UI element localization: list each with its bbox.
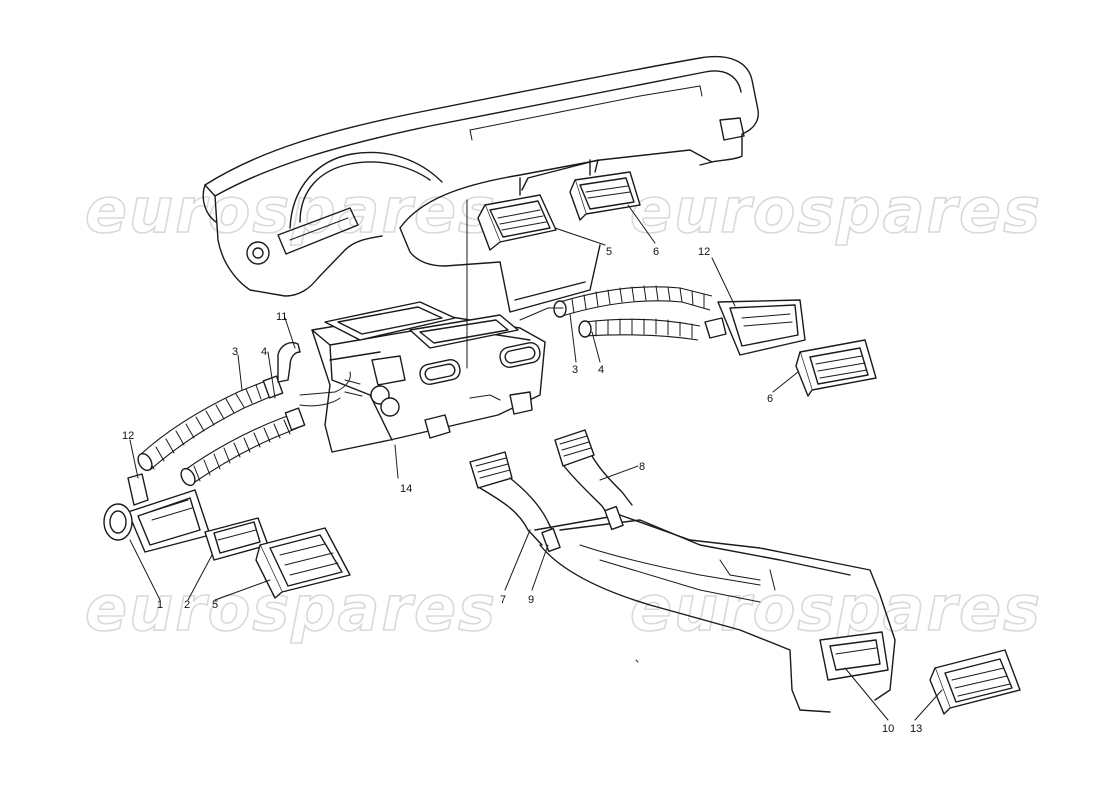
watermark-bottom-right: eurospares xyxy=(630,572,1042,645)
callout-12-right: 12 xyxy=(698,246,710,258)
left-hose-3 xyxy=(137,375,284,472)
hose-3-corrugation xyxy=(145,384,262,470)
watermarks: eurospares eurospares eurospares eurospa… xyxy=(84,173,1042,646)
elbow-11 xyxy=(277,341,301,383)
callout-1: 1 xyxy=(157,599,163,611)
right-vent-6 xyxy=(795,339,877,397)
right-vent-housing-12 xyxy=(704,299,806,356)
watermark-top-right: eurospares xyxy=(630,174,1042,247)
right-hose-4 xyxy=(578,318,701,341)
callout-5-lower: 5 xyxy=(212,599,218,611)
callout-3-left: 3 xyxy=(232,346,238,358)
callout-7: 7 xyxy=(500,594,506,606)
callout-11: 11 xyxy=(276,311,287,323)
right-hose-4-corrugation xyxy=(595,318,693,339)
watermark-top-left: eurospares xyxy=(85,174,497,247)
console-duct-8 xyxy=(554,429,633,519)
center-vent-5 xyxy=(477,194,557,251)
callout-10: 10 xyxy=(882,723,894,735)
console-duct-7 xyxy=(469,451,557,546)
dashboard-outline xyxy=(202,55,759,313)
left-hose-4 xyxy=(180,407,306,487)
hose-4-corrugation xyxy=(193,419,291,482)
left-vent-assembly xyxy=(103,473,351,599)
center-console xyxy=(534,505,896,713)
right-hose-3-corrugation xyxy=(571,285,705,314)
callout-labels: 5 6 12 11 3 4 3 4 6 12 14 8 1 2 5 7 9 10… xyxy=(122,246,922,735)
callout-12-left: 12 xyxy=(122,430,134,442)
console-vent-13 xyxy=(929,649,1021,715)
callout-4-right: 4 xyxy=(598,364,604,376)
callout-4-left: 4 xyxy=(261,346,267,358)
heater-unit xyxy=(299,301,546,453)
callout-3-right: 3 xyxy=(572,364,578,376)
center-vent-6 xyxy=(569,171,641,221)
callout-2: 2 xyxy=(184,599,190,611)
right-hose-3 xyxy=(553,285,713,318)
callout-9: 9 xyxy=(528,594,534,606)
callout-14: 14 xyxy=(400,483,412,495)
leader-lines xyxy=(129,199,943,721)
callout-13: 13 xyxy=(910,723,922,735)
callout-6-upper: 6 xyxy=(653,246,659,258)
callout-8: 8 xyxy=(639,461,645,473)
callout-5-upper: 5 xyxy=(606,246,612,258)
callout-6-right: 6 xyxy=(767,393,773,405)
